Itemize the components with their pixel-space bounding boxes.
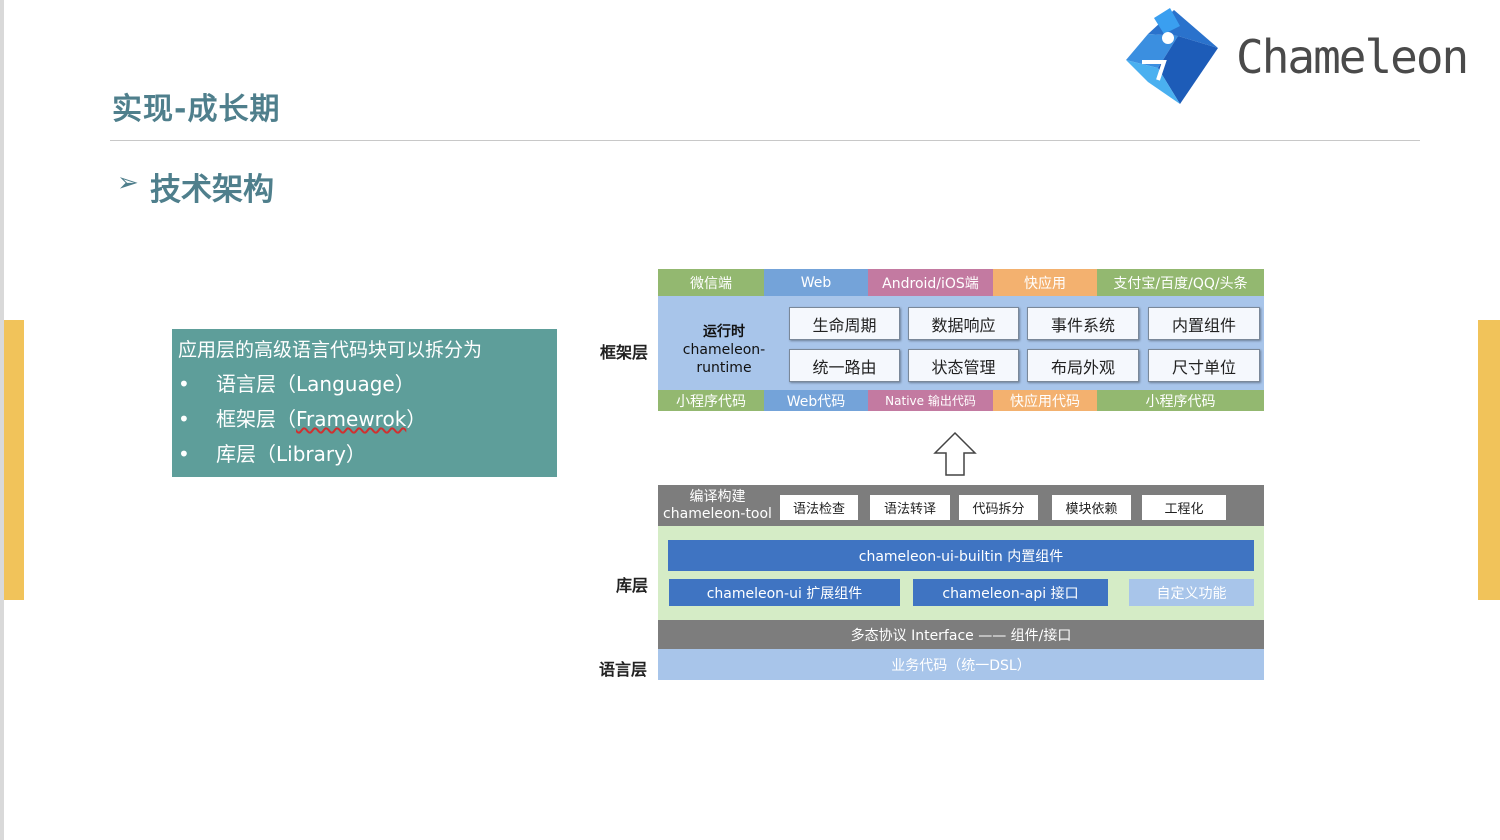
platform-alipay-etc: 支付宝/百度/QQ/头条 xyxy=(1097,269,1264,296)
bullet-icon: • xyxy=(178,372,190,396)
summary-item-framework: • 框架层（Framewrok） xyxy=(178,402,551,437)
library-api: chameleon-api 接口 xyxy=(913,579,1108,606)
section-arrow-icon: ➢ xyxy=(117,168,139,198)
tool-module-transpile: 语法转译 xyxy=(870,495,950,520)
logo-wordmark: Chameleon xyxy=(1236,30,1469,84)
runtime-label: 运行时 chameleon-runtime xyxy=(658,324,790,376)
library-ui-extension: chameleon-ui 扩展组件 xyxy=(669,579,900,606)
platform-android-ios: Android/iOS端 xyxy=(868,269,993,296)
output-quick-app: 快应用代码 xyxy=(993,390,1097,411)
right-side-tab xyxy=(1478,320,1500,600)
runtime-module-units: 尺寸单位 xyxy=(1148,349,1260,382)
runtime-module-event-system: 事件系统 xyxy=(1027,307,1139,340)
tool-module-engineering: 工程化 xyxy=(1142,495,1226,520)
output-web: Web代码 xyxy=(764,390,868,411)
platform-quick-app: 快应用 xyxy=(993,269,1097,296)
runtime-module-lifecycle: 生命周期 xyxy=(789,307,900,340)
summary-item-library: • 库层（Library） xyxy=(178,437,551,472)
interface-bar: 多态协议 Interface —— 组件/接口 xyxy=(658,620,1264,649)
summary-item-text: 语言层（Language） xyxy=(216,372,415,396)
title-divider xyxy=(110,140,1420,141)
tool-module-split: 代码拆分 xyxy=(959,495,1038,520)
page-title: 实现-成长期 xyxy=(112,92,281,127)
runtime-label-cn: 运行时 xyxy=(703,324,745,340)
runtime-module-builtin-components: 内置组件 xyxy=(1148,307,1260,340)
runtime-label-en: chameleon-runtime xyxy=(682,342,766,376)
row-label-framework: 框架层 xyxy=(600,343,649,362)
section-heading: 技术架构 xyxy=(150,172,274,208)
tool-label-en: chameleon-tool xyxy=(663,505,772,522)
output-native: Native 输出代码 xyxy=(868,390,993,411)
summary-item-language: • 语言层（Language） xyxy=(178,367,551,402)
summary-item-text: 库层（Library） xyxy=(216,442,366,466)
summary-item-text: 框架层（ xyxy=(216,407,296,431)
runtime-module-data-reactive: 数据响应 xyxy=(908,307,1019,340)
page-left-edge xyxy=(0,0,4,840)
platform-wechat: 微信端 xyxy=(658,269,764,296)
output-miniprogram: 小程序代码 xyxy=(658,390,764,411)
tool-label: 编译构建 chameleon-tool xyxy=(660,487,775,524)
bullet-icon: • xyxy=(178,442,190,466)
summary-item-text-suffix: ） xyxy=(406,407,427,431)
runtime-module-state: 状态管理 xyxy=(908,349,1019,382)
runtime-module-router: 统一路由 xyxy=(789,349,900,382)
library-ui-builtin: chameleon-ui-builtin 内置组件 xyxy=(668,540,1254,571)
row-label-language: 语言层 xyxy=(599,660,648,679)
runtime-module-layout: 布局外观 xyxy=(1027,349,1139,382)
summary-item-misspelled-word: Framewrok xyxy=(296,407,407,431)
bullet-icon: • xyxy=(178,407,190,431)
platform-web: Web xyxy=(764,269,868,296)
library-custom-function: 自定义功能 xyxy=(1129,579,1254,606)
row-label-library: 库层 xyxy=(616,576,649,595)
chameleon-logo-icon xyxy=(1118,4,1224,108)
left-side-tab xyxy=(4,320,24,600)
up-arrow-icon xyxy=(933,431,977,477)
summary-box: 应用层的高级语言代码块可以拆分为 • 语言层（Language） • 框架层（F… xyxy=(172,329,557,477)
tool-module-deps: 模块依赖 xyxy=(1052,495,1131,520)
tool-label-cn: 编译构建 xyxy=(689,488,746,505)
business-code-bar: 业务代码（统一DSL） xyxy=(658,649,1264,680)
summary-heading: 应用层的高级语言代码块可以拆分为 xyxy=(178,339,483,361)
tool-module-lint: 语法检查 xyxy=(780,495,858,520)
output-miniprogram-2: 小程序代码 xyxy=(1097,390,1264,411)
